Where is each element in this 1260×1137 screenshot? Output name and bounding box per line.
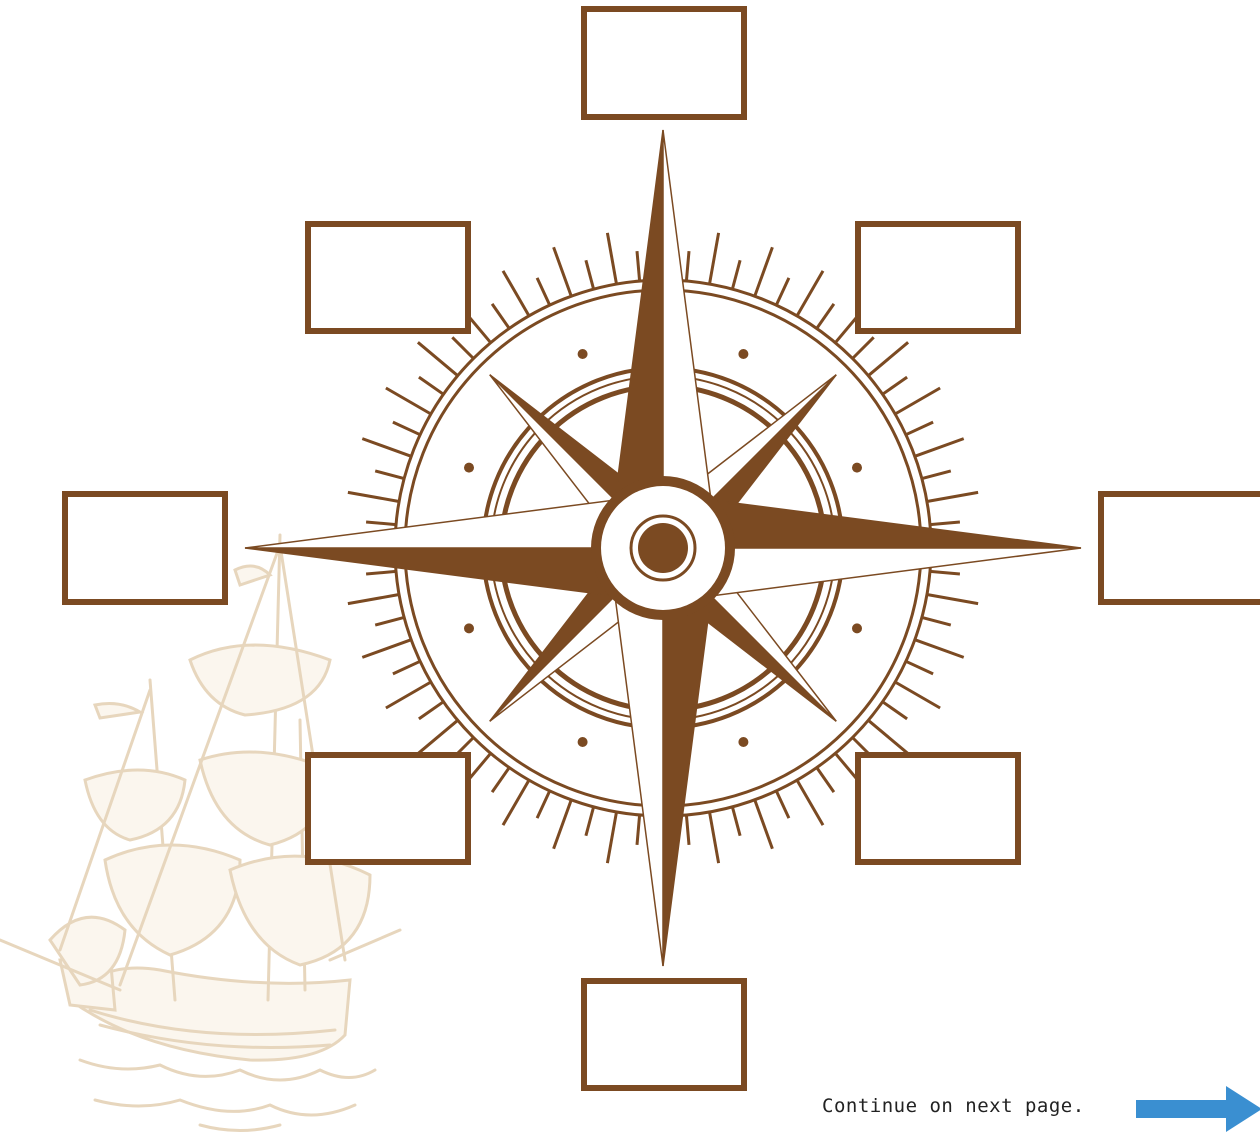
label-box-top[interactable] bbox=[581, 6, 747, 120]
label-box-upper-right[interactable] bbox=[855, 221, 1021, 334]
continue-note: Continue on next page. bbox=[822, 1095, 1085, 1117]
arrow-right-icon bbox=[1136, 1086, 1260, 1132]
label-box-right[interactable] bbox=[1098, 491, 1260, 605]
label-box-lower-left[interactable] bbox=[305, 752, 471, 865]
label-box-bottom[interactable] bbox=[581, 978, 747, 1091]
label-box-upper-left[interactable] bbox=[305, 221, 471, 334]
label-box-lower-right[interactable] bbox=[855, 752, 1021, 865]
label-box-left[interactable] bbox=[62, 491, 228, 605]
